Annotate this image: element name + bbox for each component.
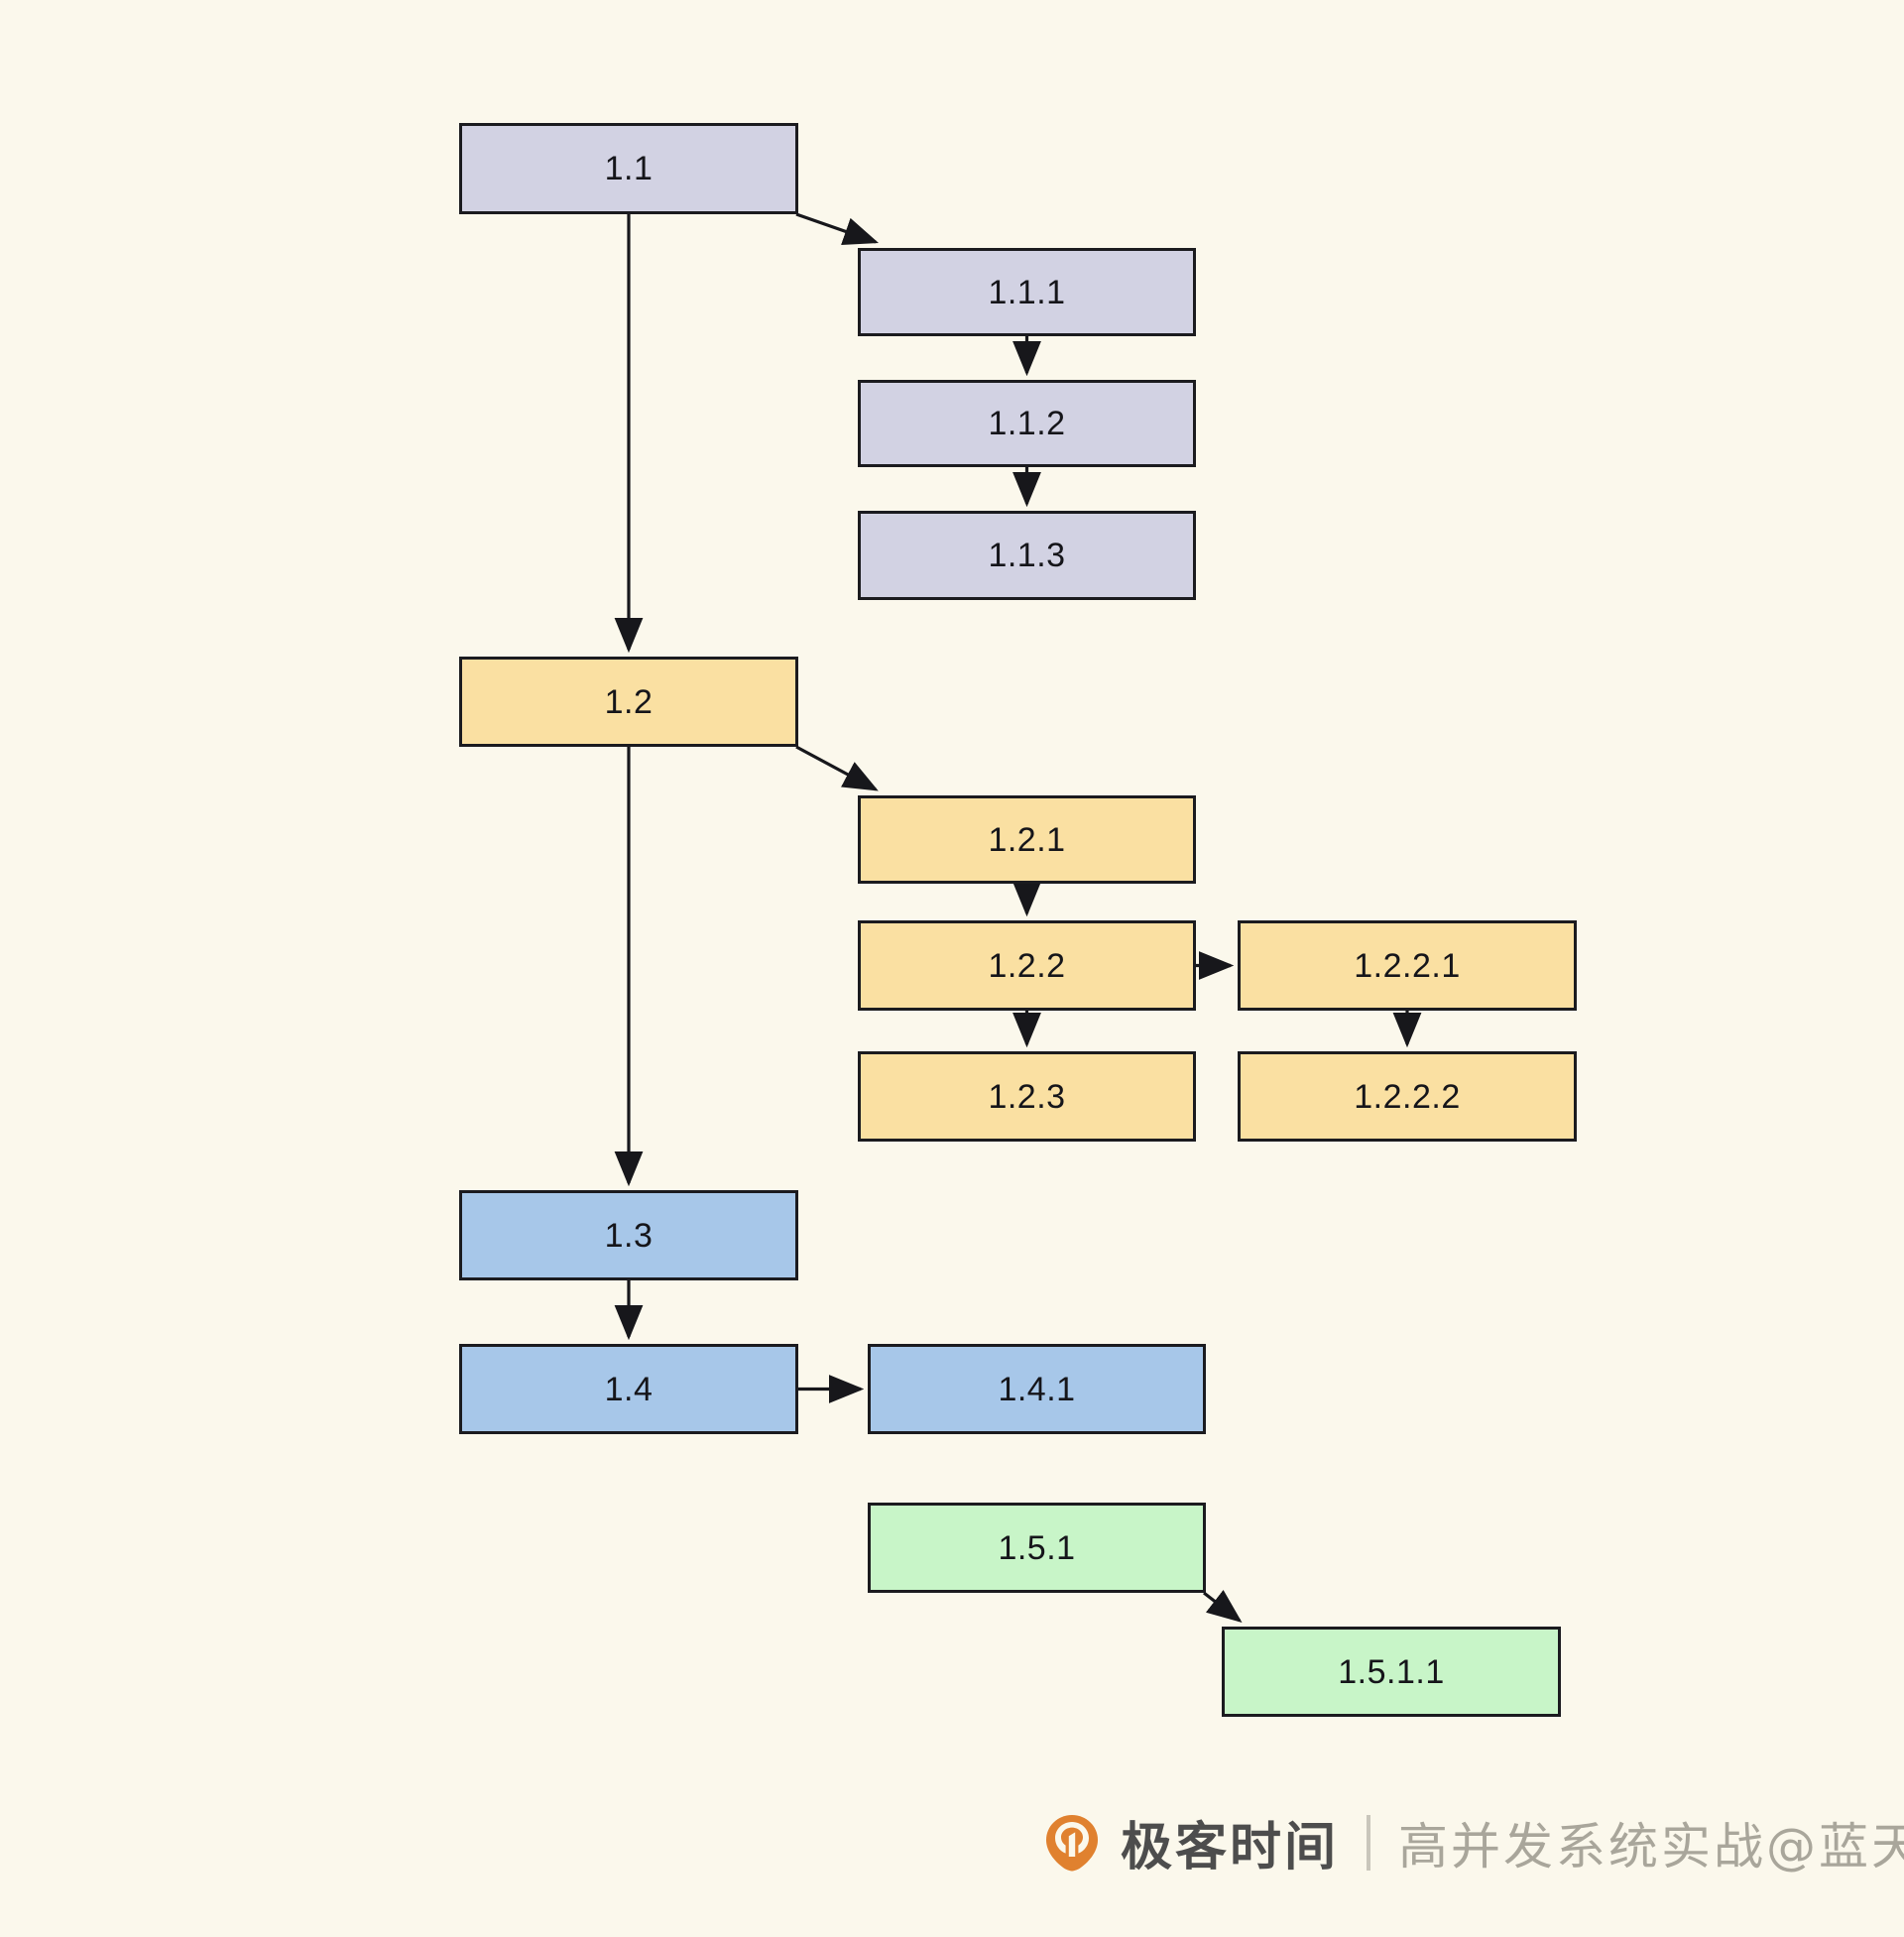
node-label: 1.2.3: [988, 1077, 1066, 1116]
node-label: 1.2.2.2: [1354, 1077, 1461, 1116]
node-label: 1.2.2: [988, 946, 1066, 985]
node-1-2[interactable]: 1.2: [459, 657, 798, 747]
node-1-2-2-1[interactable]: 1.2.2.1: [1238, 920, 1577, 1011]
node-label: 1.5.1.1: [1338, 1652, 1445, 1691]
node-label: 1.2.1: [988, 820, 1066, 859]
node-1-3[interactable]: 1.3: [459, 1190, 798, 1280]
node-1-2-2-2[interactable]: 1.2.2.2: [1238, 1051, 1577, 1142]
watermark-subtitle: 高并发系统实战@蓝天: [1398, 1817, 1904, 1876]
geekbang-logo-icon: [1041, 1812, 1103, 1874]
node-label: 1.1.1: [988, 273, 1066, 311]
node-1-5-1[interactable]: 1.5.1: [868, 1503, 1206, 1593]
node-label: 1.1.3: [988, 537, 1066, 574]
edge-1-1-to-1-1-1: [795, 212, 880, 246]
node-label: 1.4: [604, 1370, 654, 1408]
watermark-brand: 极客时间: [1121, 1818, 1340, 1877]
watermark-divider: [1367, 1814, 1371, 1871]
node-1-2-1[interactable]: 1.2.1: [858, 795, 1196, 884]
node-1-1-3[interactable]: 1.1.3: [858, 511, 1196, 600]
edge-1-2-to-1-2-1: [795, 745, 879, 791]
node-1-2-3[interactable]: 1.2.3: [858, 1051, 1196, 1142]
node-1-4-1[interactable]: 1.4.1: [868, 1344, 1206, 1434]
node-1-1-2[interactable]: 1.1.2: [858, 380, 1196, 467]
node-1-4[interactable]: 1.4: [459, 1344, 798, 1434]
node-label: 1.2: [604, 682, 654, 721]
edge-1-5-1-to-1-5-1-1: [1203, 1589, 1243, 1623]
node-1-1[interactable]: 1.1: [459, 123, 798, 214]
node-1-2-2[interactable]: 1.2.2: [858, 920, 1196, 1011]
watermark: 极客时间 高并发系统实战@蓝天: [1041, 1805, 1904, 1879]
node-label: 1.5.1: [998, 1528, 1076, 1567]
node-1-1-1[interactable]: 1.1.1: [858, 248, 1196, 336]
node-label: 1.1: [604, 150, 654, 187]
node-label: 1.2.2.1: [1354, 946, 1461, 985]
node-label: 1.3: [604, 1216, 654, 1255]
node-1-5-1-1[interactable]: 1.5.1.1: [1222, 1627, 1561, 1717]
node-label: 1.4.1: [998, 1370, 1076, 1408]
node-label: 1.1.2: [988, 405, 1066, 442]
